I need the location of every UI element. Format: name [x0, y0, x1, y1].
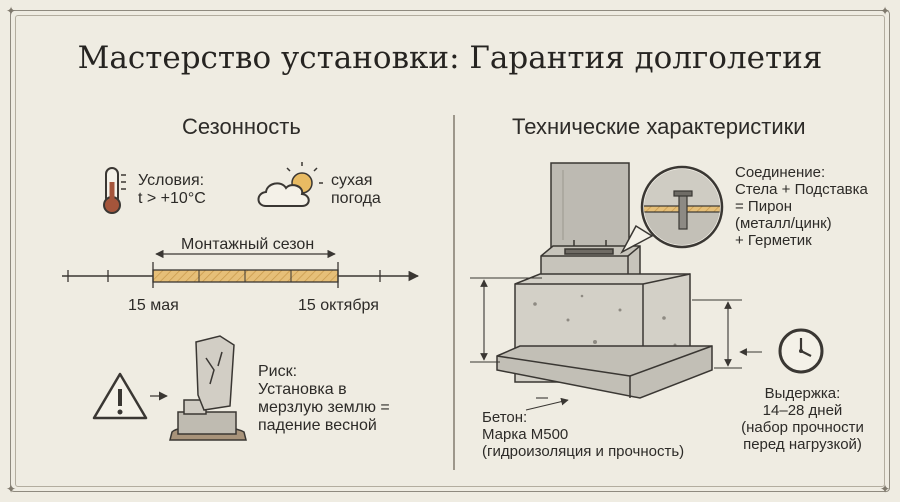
connection-label: Соединение: Стела + Подставка = Пирон (м…	[735, 164, 868, 249]
season-start: 15 мая	[128, 297, 179, 314]
conditions-label: Условия: t > +10°C	[138, 172, 206, 207]
broken-monument-illustration	[169, 335, 247, 441]
page-title: Мастерство установки: Гарантия долголети…	[77, 40, 823, 76]
base-slab	[496, 345, 713, 399]
season-end: 15 октября	[298, 297, 379, 314]
technical-heading: Технические характеристики	[512, 114, 806, 139]
season-label: Монтажный сезон	[181, 236, 315, 253]
corner-ornament-top-left: ✦	[6, 4, 17, 18]
concrete-label: Бетон: Марка М500 (гидроизоляция и прочн…	[482, 409, 685, 460]
weather-label: сухая погода	[331, 172, 381, 207]
warning-icon	[92, 372, 168, 420]
corner-ornament-top-right: ✦	[880, 4, 891, 18]
column-divider	[453, 115, 455, 470]
outer-frame	[10, 10, 890, 492]
seasonality-heading: Сезонность	[182, 114, 301, 139]
thermometer-icon	[103, 167, 126, 214]
sun-cloud-icon	[257, 162, 323, 207]
connection-detail-magnifier	[620, 165, 724, 254]
stele	[550, 162, 630, 263]
curing-label: Выдержка: 14–28 дней (набор прочности пе…	[741, 385, 864, 453]
risk-label: Риск: Установка в мерзлую землю = падени…	[258, 363, 390, 434]
clock-icon	[778, 328, 824, 374]
corner-ornament-bottom-right: ✦	[880, 482, 891, 496]
dimension-lines	[470, 277, 762, 411]
inner-frame	[15, 15, 885, 487]
corner-ornament-bottom-left: ✦	[6, 482, 17, 496]
season-timeline	[62, 249, 420, 288]
